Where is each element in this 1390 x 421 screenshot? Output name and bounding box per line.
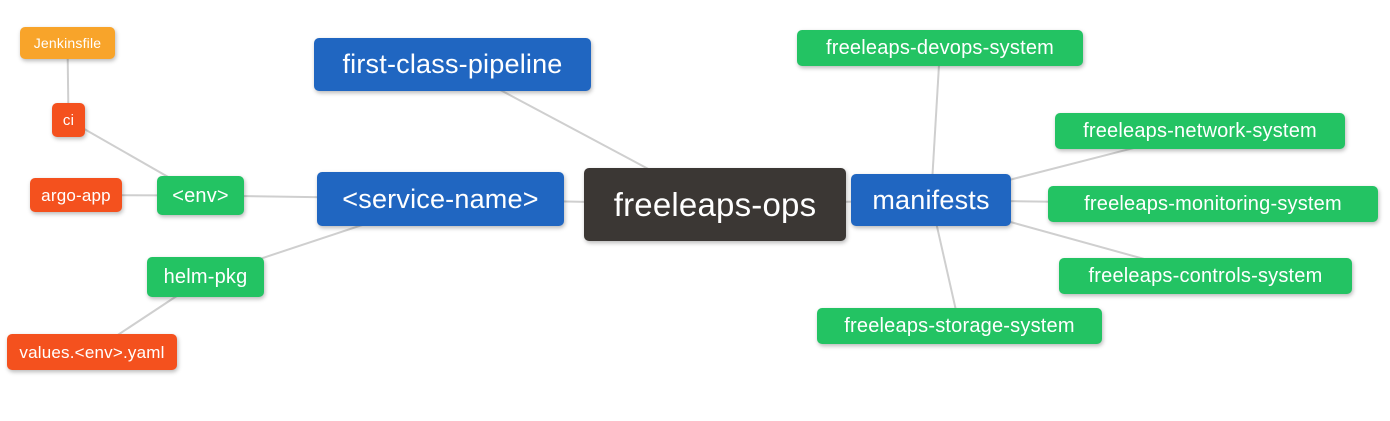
node-ci[interactable]: ci [52, 103, 85, 137]
node-values-env-yaml[interactable]: values.<env>.yaml [7, 334, 177, 370]
node-jenkinsfile[interactable]: Jenkinsfile [20, 27, 115, 59]
node-freeleaps-network-system[interactable]: freeleaps-network-system [1055, 113, 1345, 149]
node-service-name[interactable]: <service-name> [317, 172, 564, 226]
node-helm-pkg[interactable]: helm-pkg [147, 257, 264, 297]
node-argo-app[interactable]: argo-app [30, 178, 122, 212]
node-freeleaps-devops-system[interactable]: freeleaps-devops-system [797, 30, 1083, 66]
node-freeleaps-controls-system[interactable]: freeleaps-controls-system [1059, 258, 1352, 294]
node-env[interactable]: <env> [157, 176, 244, 215]
node-freeleaps-ops[interactable]: freeleaps-ops [584, 168, 846, 241]
node-first-class-pipeline[interactable]: first-class-pipeline [314, 38, 591, 91]
node-freeleaps-storage-system[interactable]: freeleaps-storage-system [817, 308, 1102, 344]
node-freeleaps-monitoring-system[interactable]: freeleaps-monitoring-system [1048, 186, 1378, 222]
node-manifests[interactable]: manifests [851, 174, 1011, 226]
